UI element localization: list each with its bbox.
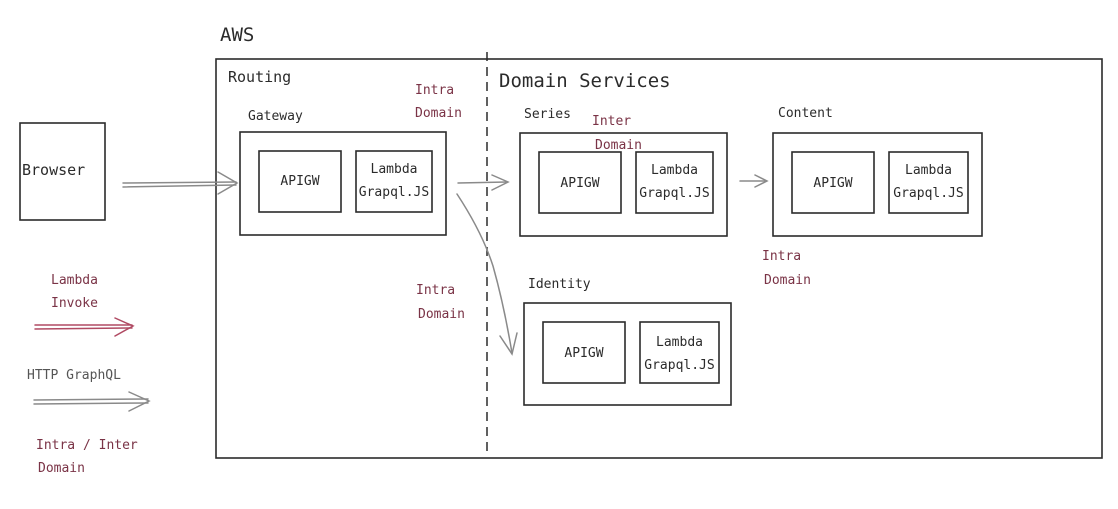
browser-label: Browser [22,161,86,179]
legend-intra-inter-line2: Domain [38,461,85,476]
gateway-apigw-label: APIGW [280,174,320,189]
identity-lambda-label-line2: Grapql.JS [644,358,715,373]
domain-services-label: Domain Services [499,70,671,92]
identity-lambda-box [639,321,720,384]
gateway-apigw-box [258,150,342,213]
content-title: Content [778,106,833,121]
legend-intra-inter-line1: Intra / Inter [36,438,138,453]
intra-domain-content-line1: Intra [762,249,802,264]
gateway-lambda-label-line1: Lambda [370,162,418,177]
legend-lambda-invoke-line1: Lambda [51,273,98,288]
content-apigw-box [791,151,875,214]
series-to-content-arrow [739,174,769,188]
series-title: Series [524,107,571,122]
content-apigw-label: APIGW [813,176,853,191]
content-lambda-label-line2: Grapql.JS [893,186,964,201]
intra-domain-top-line1: Intra [415,83,455,98]
intra-domain-content-line2: Domain [764,273,811,288]
identity-box [523,302,732,406]
series-box [519,132,728,237]
identity-apigw-label: APIGW [564,346,604,361]
intra-domain-identity-line1: Intra [416,283,456,298]
legend-lambda-arrow [34,317,135,337]
content-lambda-box [888,151,969,214]
browser-box [19,122,106,221]
identity-title: Identity [528,277,591,292]
aws-boundary [215,58,1103,459]
gateway-to-identity-arrow [456,193,518,356]
series-lambda-box [635,151,714,214]
content-lambda-label-line1: Lambda [905,163,952,178]
series-apigw-label: APIGW [560,176,600,191]
browser-to-gateway-arrow [122,171,239,195]
series-lambda-label-line2: Grapql.JS [639,186,710,201]
inter-domain-series-line1: Inter [592,114,632,129]
series-apigw-box [538,151,622,214]
inter-domain-series-line2: Domain [595,138,642,153]
gateway-title: Gateway [248,109,303,124]
gateway-lambda-label-line2: Grapql.JS [358,185,430,200]
gateway-box [239,131,447,236]
intra-domain-top-line2: Domain [415,106,462,121]
legend-http-arrow [33,391,151,412]
identity-lambda-label-line1: Lambda [656,335,703,350]
legend-lambda-invoke-line2: Invoke [51,296,98,311]
gateway-lambda-box [355,150,433,213]
routing-label: Routing [228,68,292,86]
legend-http-graphql-label: HTTP GraphQL [27,368,121,383]
intra-domain-identity-line2: Domain [418,307,465,322]
gateway-to-series-arrow [457,174,510,191]
content-box [772,132,983,237]
series-lambda-label-line1: Lambda [651,163,698,178]
aws-label: AWS [220,24,255,46]
identity-apigw-box [542,321,626,384]
